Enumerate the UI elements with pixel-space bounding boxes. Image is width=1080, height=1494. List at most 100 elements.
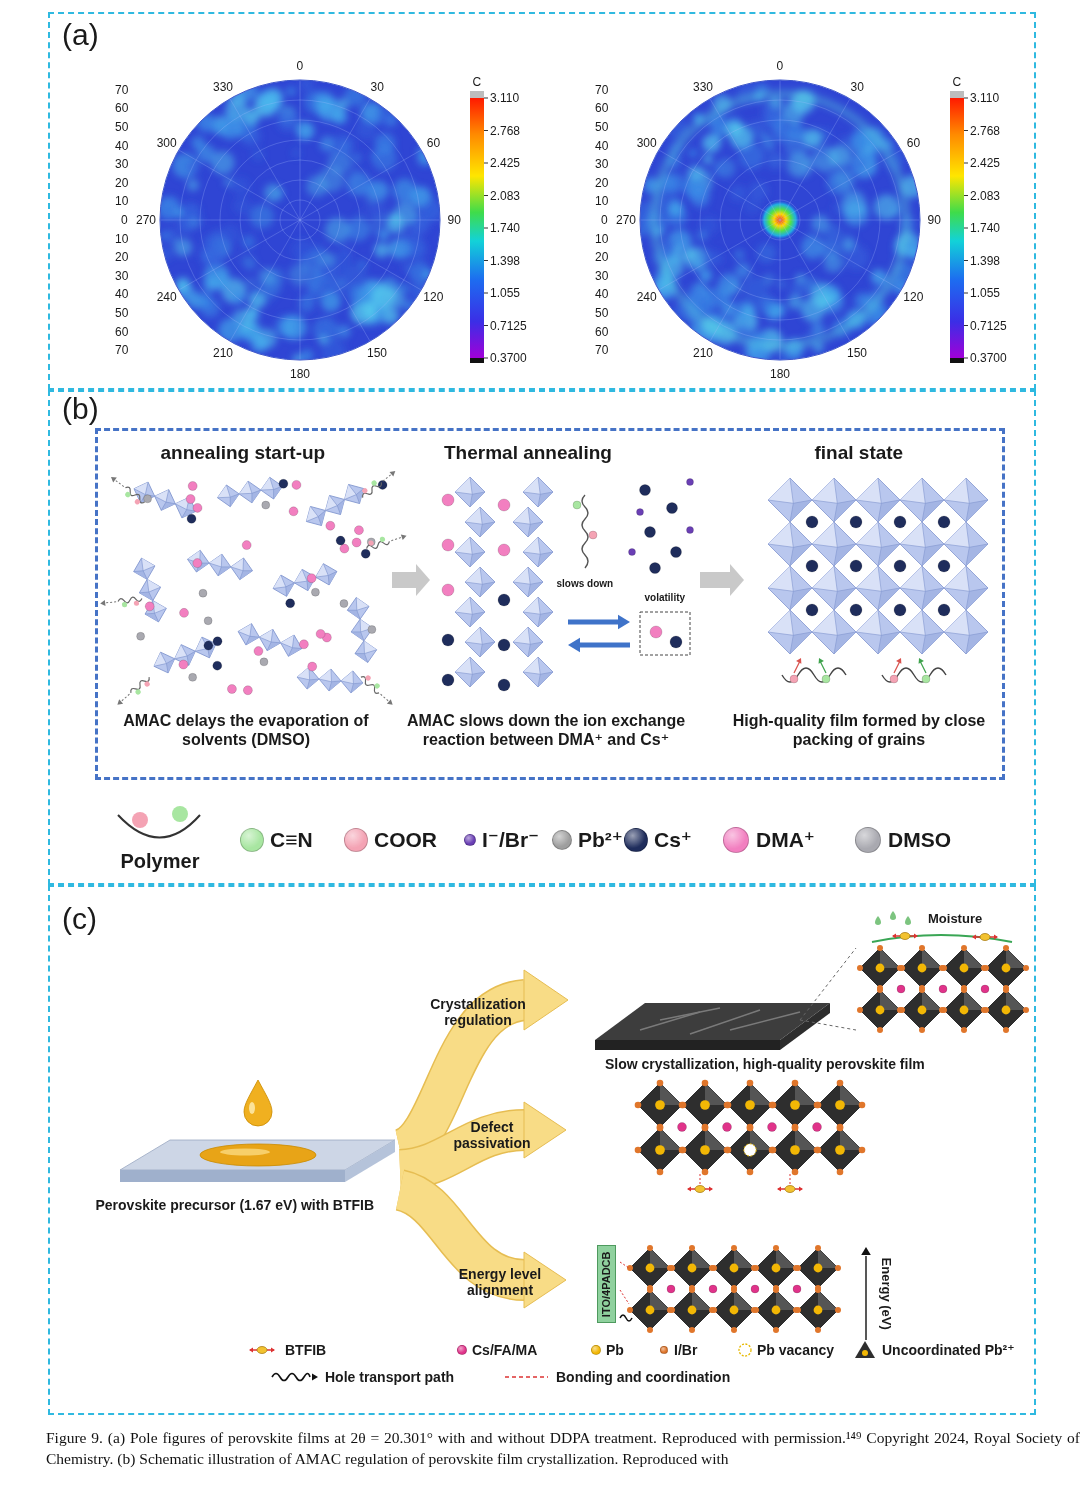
octahedron-face — [768, 522, 812, 566]
dmso-molecule — [368, 626, 376, 634]
halide-atom — [773, 1245, 779, 1251]
octahedron-edges — [768, 478, 812, 522]
axis-number: 40 — [595, 139, 608, 153]
halide-ion — [637, 509, 644, 516]
halide-atom — [647, 1327, 653, 1333]
halide-atom — [919, 987, 925, 993]
octahedron-facet — [455, 477, 472, 494]
dmso-molecule — [137, 632, 145, 640]
halide-atom — [773, 1327, 779, 1333]
grid-radial — [780, 220, 901, 290]
annotation: volatility — [645, 592, 686, 604]
octahedron-edges — [465, 507, 495, 537]
colorbar-value: 1.055 — [970, 286, 1000, 300]
intensity-blob — [844, 245, 869, 270]
octahedron-face — [171, 641, 199, 669]
axis-number: 30 — [115, 157, 128, 171]
octahedron-edges — [235, 621, 262, 648]
btfib-arrowhead — [914, 934, 918, 939]
octahedron-facet — [455, 657, 472, 674]
electrode-box: ITO/4PADCB — [597, 1245, 616, 1323]
intensity-blob — [203, 279, 217, 293]
axis-number: 70 — [595, 343, 608, 357]
dma-ion — [299, 640, 308, 649]
octahedron-facet — [465, 507, 482, 524]
octahedron-edges — [455, 597, 485, 627]
colorbar-tick — [964, 358, 968, 359]
octahedron — [523, 537, 553, 567]
intensity-blob — [637, 228, 645, 236]
escape-arrow — [391, 537, 401, 540]
axis-number: 30 — [595, 157, 608, 171]
axis-number: 30 — [595, 269, 608, 283]
dma-ion — [254, 647, 263, 656]
octahedron-face — [986, 948, 1026, 988]
halide-atom — [983, 1007, 989, 1013]
halide-atom — [680, 1147, 687, 1154]
octahedron-face — [986, 990, 1026, 1030]
axis-number: 60 — [115, 101, 128, 115]
box-label: ITO/4PADCB — [600, 1251, 613, 1317]
octahedron — [983, 945, 1029, 991]
octahedron-edges — [455, 477, 485, 507]
octahedron — [345, 596, 370, 621]
grid-radial — [230, 220, 300, 341]
cs-ion — [650, 563, 661, 574]
octahedron — [229, 556, 254, 581]
octahedron — [513, 627, 543, 657]
octahedron-face — [345, 596, 370, 621]
axis-number: 40 — [595, 287, 608, 301]
pb-atom — [1002, 964, 1011, 973]
pole-figure — [157, 78, 488, 365]
octahedron-face — [944, 990, 984, 1030]
intensity-blob — [755, 349, 772, 366]
octahedron — [795, 1245, 841, 1291]
octahedron — [725, 1125, 776, 1176]
octahedron-face — [773, 1128, 817, 1172]
octahedron-face — [455, 477, 485, 507]
octahedron-facet — [856, 478, 881, 503]
polymer-line — [882, 668, 946, 682]
escape-arrow — [105, 602, 116, 603]
grid-radial — [710, 99, 780, 220]
axis-number: 70 — [115, 83, 128, 97]
intensity-blob — [318, 166, 344, 192]
octahedron-facet — [812, 478, 837, 503]
intensity-blob — [812, 146, 838, 172]
octahedron-facet — [513, 627, 530, 644]
colorbar-tick — [484, 130, 488, 131]
intensity-blob — [689, 149, 698, 158]
binding-arrow — [794, 661, 800, 673]
octahedron — [313, 561, 340, 588]
colorbar-value: 2.768 — [970, 124, 1000, 138]
octahedron — [815, 1080, 866, 1131]
grid-radial — [300, 220, 440, 221]
halide-atom — [753, 1265, 759, 1271]
octahedron-face — [768, 478, 812, 522]
dma-ion — [340, 544, 349, 553]
octahedron-edges — [900, 478, 944, 522]
cation — [897, 985, 905, 993]
colorbar-tick — [964, 325, 968, 326]
cs-ion — [204, 641, 213, 650]
octahedron-edges — [900, 566, 944, 610]
octahedron-face — [513, 627, 543, 657]
octahedron-face — [638, 1128, 682, 1172]
dma-ion — [442, 539, 454, 551]
octahedron — [711, 1245, 757, 1291]
precursor-puddle — [200, 1144, 316, 1166]
angle-label: 60 — [907, 136, 920, 150]
intensity-blob — [699, 269, 712, 282]
cs-ion — [938, 604, 950, 616]
octahedron-edges — [944, 566, 988, 610]
intensity-blob — [357, 209, 367, 219]
octahedron-facet — [523, 597, 540, 614]
intensity-blob — [321, 325, 331, 335]
axis-number: 20 — [595, 176, 608, 190]
axis-number: 50 — [115, 120, 128, 134]
process-arrow — [392, 564, 430, 596]
angle-label: 210 — [693, 346, 713, 360]
octahedron-face — [798, 1290, 838, 1330]
legend-label: Bonding and coordination — [556, 1369, 730, 1386]
polymer-chain — [359, 466, 398, 500]
